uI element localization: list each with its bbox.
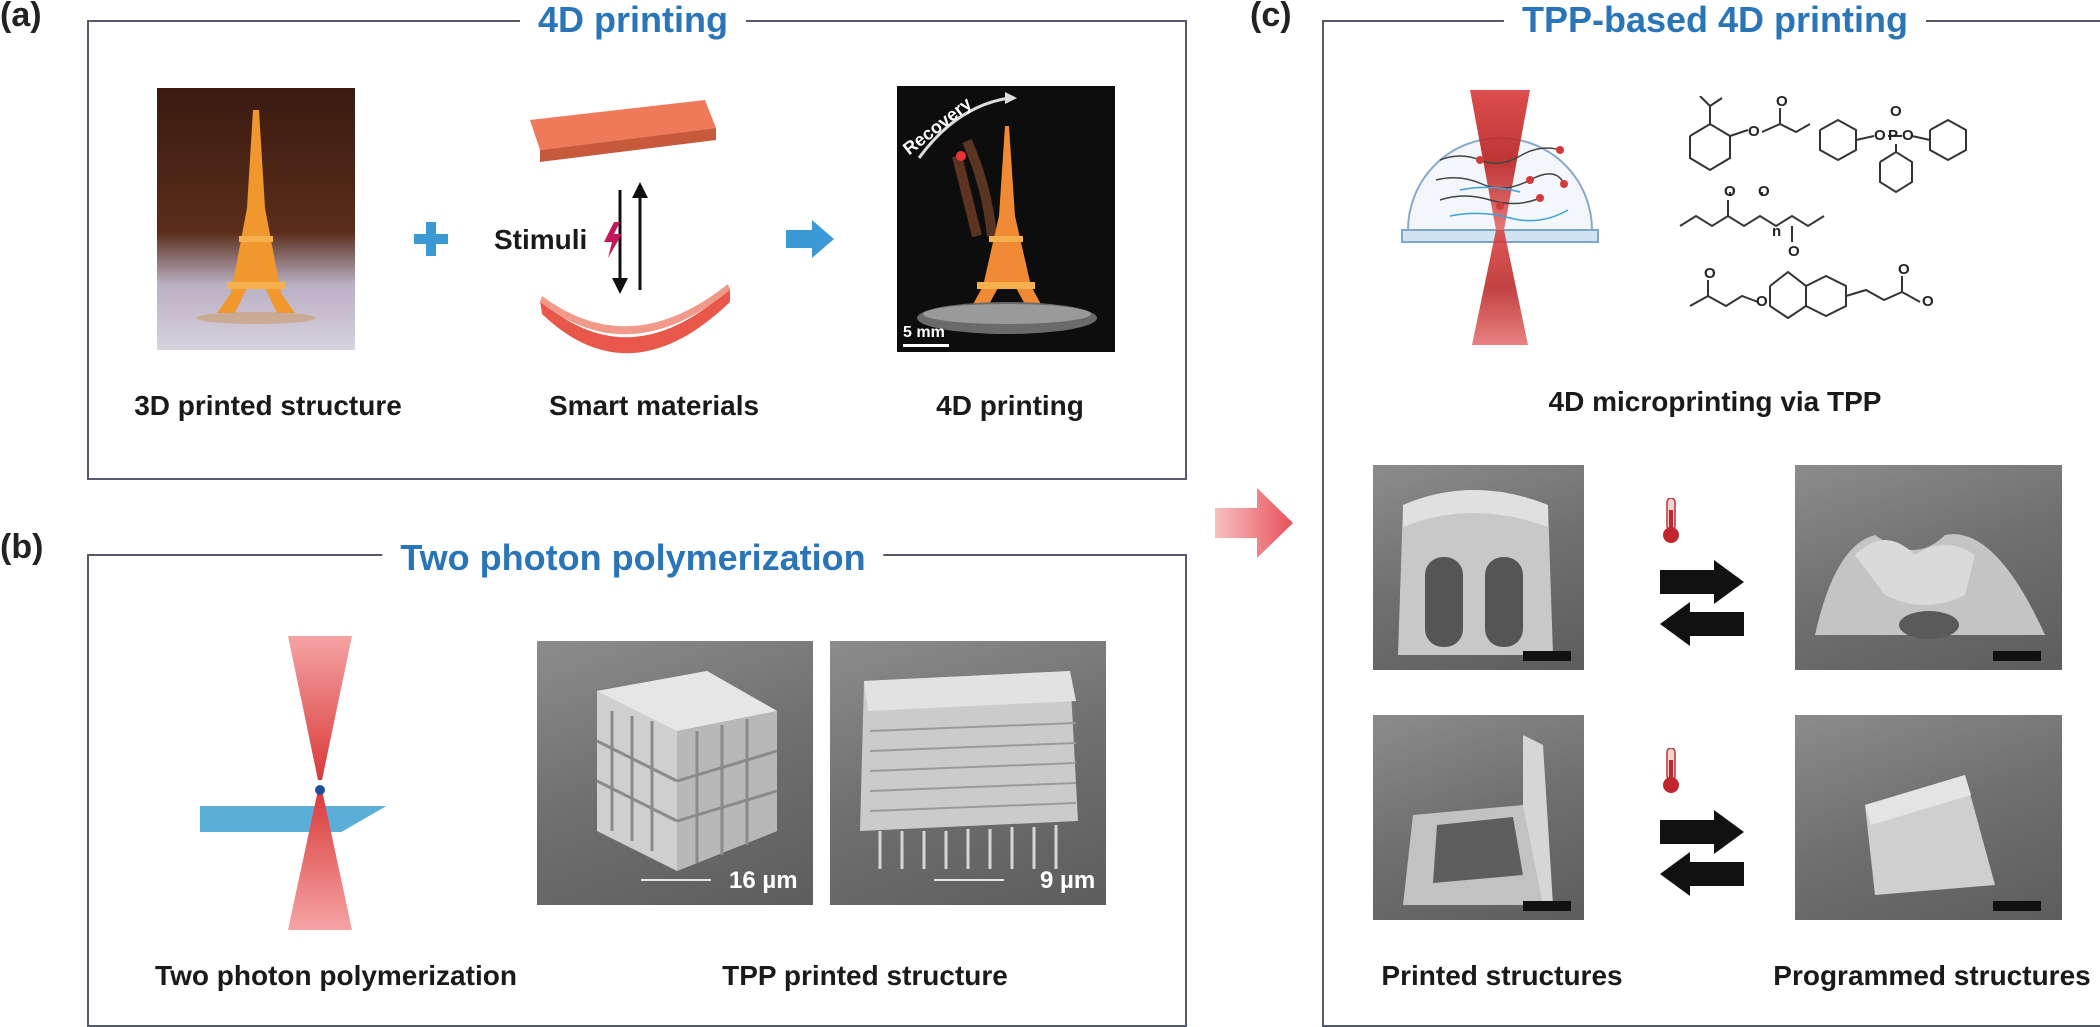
tpp-dome-graphic — [1400, 80, 1600, 350]
sem-printed-box — [1373, 715, 1584, 920]
thermometer-icon — [1660, 497, 1682, 544]
thermometer-icon — [1660, 747, 1682, 794]
panel-letter-b: (b) — [0, 528, 44, 566]
double-arrow-icon — [1660, 810, 1744, 896]
caption-4d-microprinting: 4D microprinting via TPP — [1548, 386, 1882, 417]
sem-lattice-cube: 16 µm — [537, 641, 813, 905]
panel-letter-a: (a) — [0, 0, 42, 34]
scale-bar-16um — [641, 879, 711, 881]
chem-label-o: O — [1890, 103, 1902, 120]
stimuli-label: Stimuli — [494, 224, 588, 255]
tpp-focus-graphic — [151, 630, 440, 935]
caption-two-photon: Two photon polymerization — [155, 960, 517, 991]
chem-label-o: O — [1758, 183, 1770, 200]
scale-bar — [1523, 651, 1571, 661]
arrow-right-icon — [786, 220, 834, 258]
chem-label-o: O — [1788, 243, 1800, 260]
caption-3d-printed: 3D printed structure — [134, 390, 402, 421]
sem-lattice-block: 9 µm — [830, 641, 1106, 905]
chem-label-o: O — [1874, 127, 1886, 144]
lightning-icon — [604, 222, 622, 258]
double-arrow-icon — [1660, 560, 1744, 646]
chemical-structures: O O O O O n O O P O O O O O — [1670, 93, 2090, 336]
arrow-right-icon — [1215, 488, 1293, 558]
chem-label-n: n — [1772, 223, 1781, 240]
scale-label-9um: 9 µm — [1040, 867, 1096, 894]
chem-label-o: O — [1776, 96, 1788, 110]
sem-programmed-arch — [1795, 465, 2062, 670]
panel-b-title: Two photon polymerization — [382, 538, 884, 578]
scale-bar-9um — [934, 879, 1004, 881]
scale-label-5mm: 5 mm — [903, 324, 945, 341]
chem-label-o: O — [1704, 265, 1716, 282]
chem-label-o: O — [1748, 123, 1760, 140]
panel-c-title: TPP-based 4D printing — [1503, 0, 1927, 40]
scale-bar — [1993, 651, 2041, 661]
chem-label-o: O — [1922, 293, 1934, 310]
eiffel-photo-printed — [157, 88, 355, 350]
caption-4d-printing: 4D printing — [936, 390, 1084, 421]
scale-bar-5mm — [903, 344, 949, 347]
eiffel-photo-4d: Recovery 5 mm — [897, 86, 1115, 352]
chem-label-o: O — [1724, 183, 1736, 200]
caption-tpp-printed: TPP printed structure — [722, 960, 1008, 991]
scale-bar — [1523, 901, 1571, 911]
sem-printed-arch — [1373, 465, 1584, 670]
chem-label-o: O — [1898, 261, 1910, 278]
scale-bar — [1993, 901, 2041, 911]
plus-icon — [414, 222, 448, 256]
chem-label-p: P — [1888, 127, 1898, 144]
chem-label-o: O — [1756, 293, 1768, 310]
caption-printed-structures: Printed structures — [1381, 960, 1623, 991]
scale-label-16um: 16 µm — [729, 867, 798, 894]
caption-smart-materials: Smart materials — [548, 390, 760, 421]
panel-letter-c: (c) — [1250, 0, 1292, 34]
sem-programmed-box — [1795, 715, 2062, 920]
caption-programmed-structures: Programmed structures — [1773, 960, 2091, 991]
smart-materials-graphic — [520, 100, 730, 360]
chem-label-o: O — [1902, 127, 1914, 144]
panel-a-title: 4D printing — [520, 0, 746, 40]
